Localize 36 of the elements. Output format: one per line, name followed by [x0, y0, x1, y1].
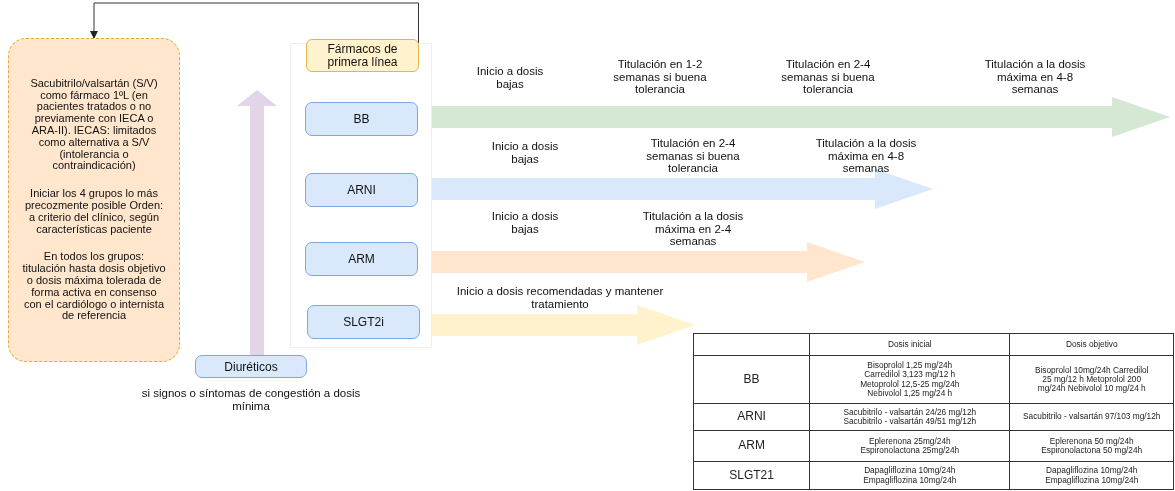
row-header: BB: [743, 374, 760, 385]
drug-box: Diuréticos: [195, 355, 307, 378]
drug-box: BB: [305, 102, 418, 136]
table-cell-text: Sacubitrilo - valsartán 97/103 mg/12h: [1022, 412, 1162, 422]
note-box: [8, 38, 180, 362]
step-text: Titulación en 2-4 semanas si buena tolerancia: [645, 137, 741, 175]
node-caption: si signos o síntomas de congestión a dosis mínima: [141, 387, 361, 412]
table-cell-text: Sacubitrilo - valsartán 24/26 mg/12h Sacubitrilo - valsartán 49/51 mg/12h: [842, 407, 978, 427]
row-header: SLGT21: [729, 470, 774, 481]
step-text: Titulación en 1-2 semanas si buena tolerancia: [612, 58, 708, 96]
drug-box: ARNI: [305, 173, 418, 207]
table-cell-text: Eplerenona 25mg/24h Espironolactona 25mg/24h: [859, 436, 961, 456]
table-cell: Bisoprolol 10mg/24h Carredilol 25 mg/12 h Metoprolol 200 mg/24h Nebivolol 10 mg/24 h: [1034, 365, 1150, 394]
table-cell-text: Bisoprolol 1,25 mg/24h Carredilol 3,123 mg/12 h Metoprolol 12,5-25 mg/24h Nebivolol 1,25 mg/24 h: [859, 361, 961, 398]
step-text: Inicio a dosis bajas: [475, 65, 545, 90]
table-cell-text: Dapagliflozina 10mg/24h Empagliflozina 10mg/24h: [1044, 466, 1140, 485]
table-cell-text: Eplerenona 50 mg/24h Espironolactona 50 mg/24h: [1040, 436, 1144, 456]
note-text: Sacubitrilo/valsartán (S/V) como fármaco 1ºL (en pacientes tratados o no previamente con IECA o ARA-II). IECAS: limitados como alternativa a S/V (intolerancia o contraindicación): [29, 77, 159, 173]
step-text: Titulación a la dosis máxima en 4-8 semanas: [983, 58, 1087, 96]
header-box: Fármacos de primera línea: [306, 39, 419, 72]
step-text: Inicio a dosis recomendadas y mantener tratamiento: [455, 285, 665, 310]
row-header: ARNI: [737, 412, 766, 422]
step-text: Titulación a la dosis máxima en 2-4 semanas: [641, 210, 745, 248]
drug-box: SLGT2i: [307, 305, 420, 339]
block-arrow: [237, 90, 277, 355]
column-header: Dosis objetivo: [1065, 339, 1118, 350]
step-text: Titulación a la dosis máxima en 4-8 semanas: [814, 137, 918, 175]
step-text: Titulación en 2-4 semanas si buena tolerancia: [780, 58, 876, 96]
note-text: En todos los grupos: titulación hasta dosis objetivo o dosis máxima tolerada de forma activa en consenso con el cardiólogo o internista de referencia: [21, 251, 167, 323]
drug-box: ARM: [305, 242, 418, 276]
step-text: Inicio a dosis bajas: [490, 210, 560, 235]
column-header: Dosis inicial: [887, 339, 932, 350]
note-text: Iniciar los 4 grupos lo más precozmente posible Orden: a criterio del clínico, según características paciente: [23, 188, 165, 236]
row-header: ARM: [738, 441, 765, 451]
step-text: Inicio a dosis bajas: [490, 140, 560, 165]
table-cell-text: Dapagliflozina 10mg/24h Empagliflozina 10mg/24h: [862, 466, 958, 485]
